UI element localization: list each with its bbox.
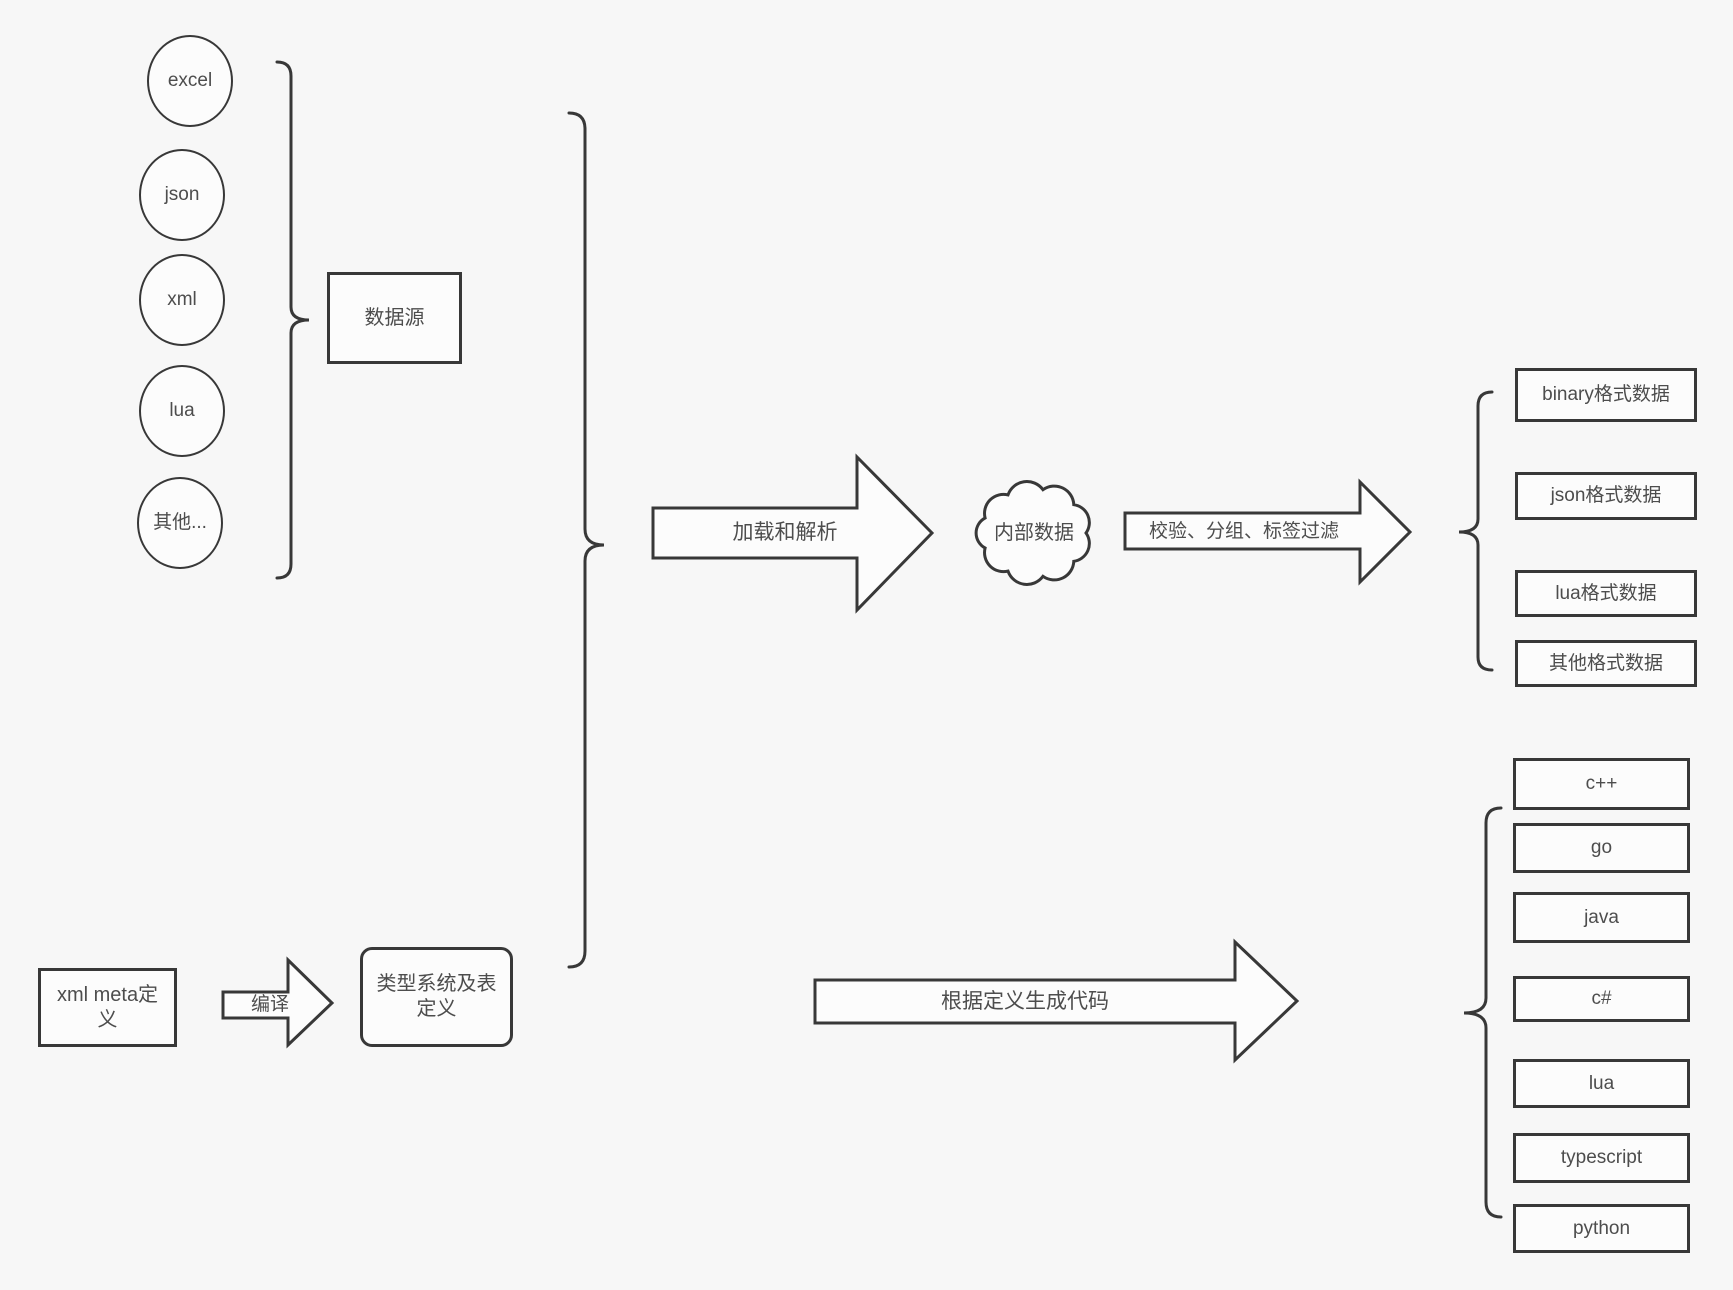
pipeline-brace (567, 111, 605, 969)
source-node-xml-label: xml (167, 289, 197, 311)
language-box-go: go (1513, 823, 1690, 873)
compile-arrow (221, 956, 335, 1049)
format-box-other-label: 其他格式数据 (1548, 652, 1663, 674)
format-box-json-label: json格式数据 (1550, 485, 1662, 507)
language-box-java-label: java (1584, 906, 1619, 928)
data-source-box: 数据源 (327, 272, 462, 364)
languages-brace (1463, 806, 1503, 1219)
data-source-box-label: 数据源 (364, 306, 425, 329)
filter-arrow-label: 校验、分组、标签过滤 (1148, 520, 1339, 542)
internal-data-cloud (974, 480, 1091, 586)
codegen-arrow (813, 938, 1300, 1064)
language-box-python-label: python (1572, 1217, 1631, 1239)
format-box-binary-label: binary格式数据 (1542, 384, 1670, 406)
load-parse-arrow (651, 453, 935, 614)
language-box-cpp: c++ (1513, 758, 1690, 810)
source-node-xml: xml (139, 254, 225, 346)
language-box-lua: lua (1513, 1059, 1690, 1108)
sources-brace (275, 60, 310, 580)
language-box-lua-label: lua (1588, 1072, 1615, 1094)
source-node-other: 其他... (137, 477, 223, 569)
xml-meta-box: xml meta定义 (38, 968, 177, 1047)
source-node-lua: lua (139, 365, 225, 457)
load-parse-arrow-label: 加载和解析 (732, 521, 838, 545)
source-node-lua-label: lua (169, 400, 195, 422)
format-box-lua-label: lua格式数据 (1555, 582, 1657, 604)
source-node-other-label: 其他... (153, 512, 207, 534)
type-system-box: 类型系统及表定义 (360, 947, 513, 1047)
source-node-json-label: json (164, 184, 200, 206)
language-box-csharp: c# (1513, 976, 1690, 1022)
format-box-other: 其他格式数据 (1515, 640, 1697, 687)
compile-arrow-label: 编译 (250, 994, 289, 1016)
format-box-json: json格式数据 (1515, 472, 1697, 520)
language-box-cpp-label: c++ (1585, 773, 1618, 795)
type-system-box-label: 类型系统及表定义 (376, 973, 497, 1020)
source-node-json: json (139, 149, 225, 241)
codegen-arrow-label: 根据定义生成代码 (941, 989, 1109, 1013)
language-box-typescript: typescript (1513, 1133, 1690, 1183)
format-box-binary: binary格式数据 (1515, 368, 1697, 422)
language-box-typescript-label: typescript (1560, 1147, 1643, 1169)
language-box-python: python (1513, 1204, 1690, 1253)
formats-brace (1458, 390, 1494, 672)
language-box-java: java (1513, 892, 1690, 943)
source-node-excel-label: excel (167, 70, 213, 92)
language-box-go-label: go (1590, 837, 1613, 859)
filter-arrow (1123, 478, 1413, 586)
internal-data-cloud-label: 内部数据 (994, 521, 1074, 544)
language-box-csharp-label: c# (1591, 988, 1612, 1010)
format-box-lua: lua格式数据 (1515, 570, 1697, 617)
xml-meta-box-label: xml meta定义 (56, 983, 159, 1031)
source-node-excel: excel (147, 35, 233, 127)
